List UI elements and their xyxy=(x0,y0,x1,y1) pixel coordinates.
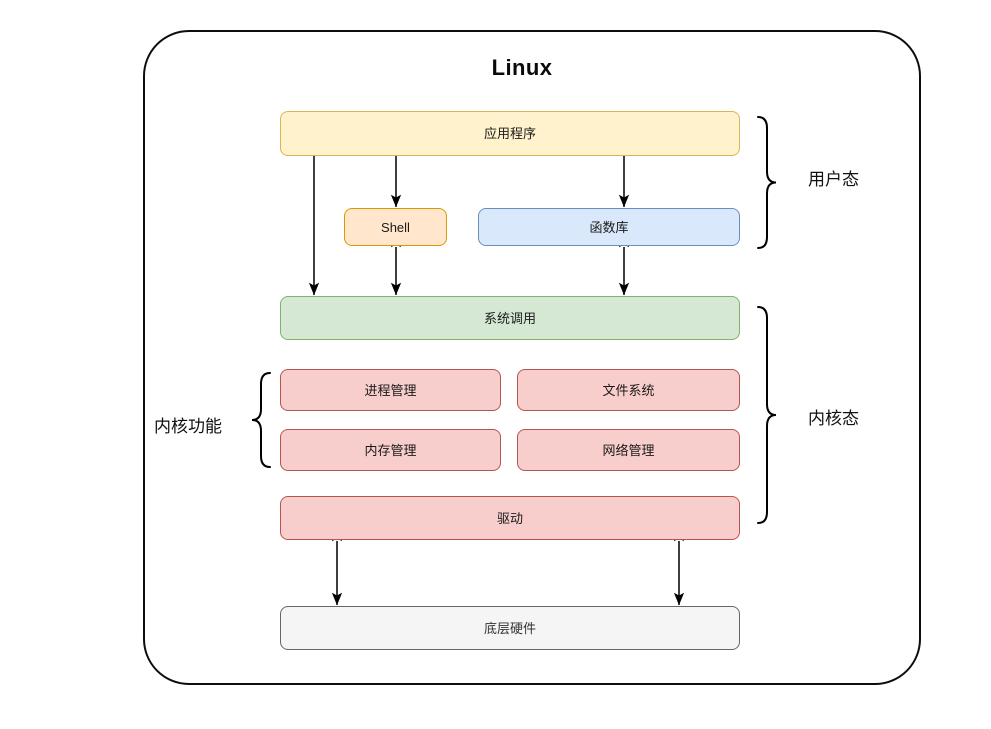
node-app[interactable]: 应用程序 xyxy=(280,111,740,156)
linux-system-frame xyxy=(143,30,921,685)
node-label-shell: Shell xyxy=(381,219,410,235)
node-proc[interactable]: 进程管理 xyxy=(280,369,501,411)
page-title: Linux xyxy=(491,55,553,80)
node-shell[interactable]: Shell xyxy=(344,208,447,246)
node-label-proc: 进程管理 xyxy=(364,382,417,398)
node-label-fs: 文件系统 xyxy=(602,382,655,398)
node-label-libs: 函数库 xyxy=(589,219,629,235)
node-mem[interactable]: 内存管理 xyxy=(280,429,501,471)
label-kernel-funcs: 内核功能 xyxy=(154,417,222,436)
node-label-net: 网络管理 xyxy=(602,442,655,458)
node-net[interactable]: 网络管理 xyxy=(517,429,740,471)
node-label-app: 应用程序 xyxy=(483,126,536,141)
node-label-driver: 驱动 xyxy=(496,510,523,526)
node-label-hardware: 底层硬件 xyxy=(483,620,536,636)
label-user-mode: 用户态 xyxy=(808,170,859,189)
node-label-mem: 内存管理 xyxy=(364,442,417,458)
node-fs[interactable]: 文件系统 xyxy=(517,369,740,411)
node-libs[interactable]: 函数库 xyxy=(478,208,740,246)
node-hardware[interactable]: 底层硬件 xyxy=(280,606,740,650)
node-syscall[interactable]: 系统调用 xyxy=(280,296,740,340)
node-label-syscall: 系统调用 xyxy=(483,310,536,326)
label-kernel-mode: 内核态 xyxy=(808,409,859,428)
node-driver[interactable]: 驱动 xyxy=(280,496,740,540)
